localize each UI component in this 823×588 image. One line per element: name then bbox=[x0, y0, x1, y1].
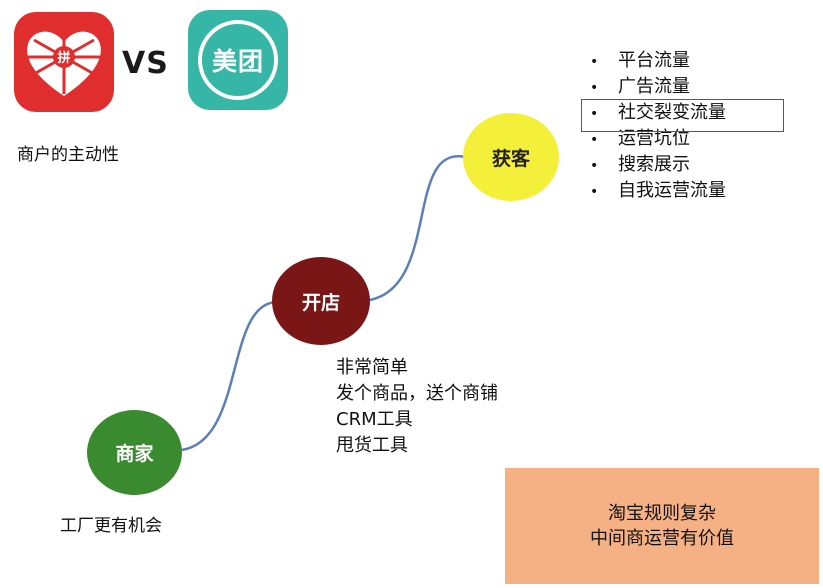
connector-merchant-open bbox=[181, 300, 277, 452]
bullet-icon: • bbox=[590, 54, 599, 70]
bullet-icon: • bbox=[590, 132, 599, 148]
list-item: •自我运营流量 bbox=[590, 178, 726, 204]
list-item: 发个商品，送个商铺 bbox=[336, 383, 498, 404]
note-line-2: 中间商运营有价值 bbox=[590, 528, 734, 549]
merchant-initiative-caption: 商户的主动性 bbox=[17, 145, 119, 165]
list-item: •广告流量 bbox=[590, 74, 726, 100]
merchant-node: 商家 bbox=[87, 410, 182, 495]
connector-open-acquire bbox=[369, 155, 466, 302]
open-store-node: 开店 bbox=[272, 257, 370, 345]
highlight-box bbox=[581, 99, 784, 132]
acquire-customers-node: 获客 bbox=[463, 113, 559, 201]
bullet-icon: • bbox=[590, 158, 599, 174]
factory-opportunity-caption: 工厂更有机会 bbox=[60, 516, 162, 536]
list-item: CRM工具 bbox=[336, 409, 413, 430]
svg-text:拼: 拼 bbox=[57, 50, 70, 66]
list-item: •平台流量 bbox=[590, 48, 726, 74]
bullet-icon: • bbox=[590, 106, 599, 122]
note-line-1: 淘宝规则复杂 bbox=[608, 503, 716, 524]
store-features-list: 非常简单 发个商品，送个商铺 CRM工具 甩货工具 bbox=[336, 355, 498, 459]
bullet-icon: • bbox=[590, 80, 599, 96]
list-item: 甩货工具 bbox=[336, 435, 408, 456]
meituan-logo: 美团 bbox=[188, 10, 288, 110]
list-item: •搜索展示 bbox=[590, 152, 726, 178]
pinduoduo-heart-icon: 拼 bbox=[27, 31, 101, 97]
meituan-logo-text: 美团 bbox=[211, 47, 264, 76]
acquisition-channels-list: •平台流量 •广告流量 •社交裂变流量 •运营坑位 •搜索展示 •自我运营流量 bbox=[590, 48, 726, 204]
bullet-icon: • bbox=[590, 184, 599, 200]
list-item: •运营坑位 bbox=[590, 126, 726, 152]
vs-label: VS bbox=[122, 46, 169, 81]
list-item: 非常简单 bbox=[336, 357, 408, 378]
list-item-highlighted: •社交裂变流量 bbox=[590, 100, 726, 126]
taobao-note-box: 淘宝规则复杂 中间商运营有价值 bbox=[505, 468, 819, 584]
pinduoduo-logo: 拼 bbox=[14, 12, 114, 112]
meituan-logo-ring: 美团 bbox=[198, 20, 278, 100]
